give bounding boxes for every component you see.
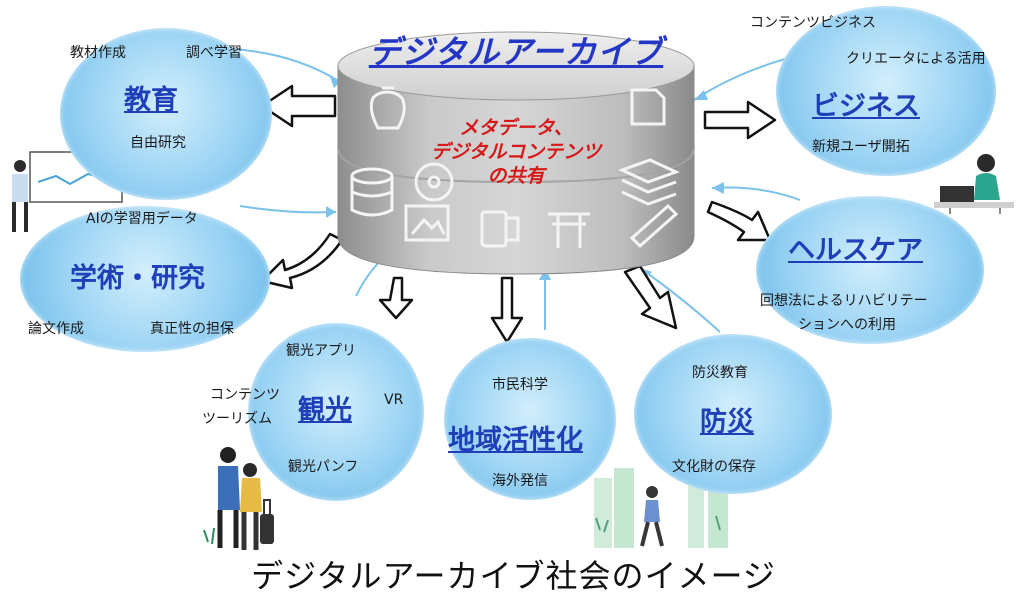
kyoiku-tag-materials: 教材作成	[70, 45, 126, 61]
vase-icon	[369, 90, 406, 130]
bubble-bousai	[634, 334, 832, 494]
center-line-3: の共有	[487, 165, 545, 187]
gakujutsu-title[interactable]: 学術・研究	[70, 263, 205, 294]
thick-arrow-kyoiku	[260, 84, 337, 128]
archive-center-text: メタデータ、 デジタルコンテンツ の共有	[386, 116, 646, 188]
bousai-tag-education: 防災教育	[692, 365, 748, 381]
usb-cable-icon	[629, 203, 679, 249]
picture-frame-icon	[404, 204, 450, 242]
kanko-tag-pamphlet: 観光パンフ	[288, 459, 359, 475]
health-tag-line-2: ションへの利用	[798, 317, 896, 333]
cylinder-icons	[350, 86, 680, 249]
kyoiku-tag-free-study: 自由研究	[130, 135, 186, 151]
kanko-tag-content-2: ツーリズム	[202, 411, 272, 427]
film-reel-icon	[414, 162, 454, 202]
database-cylinder	[337, 31, 695, 275]
center-line-2: デジタルコンテンツ	[430, 141, 602, 163]
thick-arrow-gakujutsu	[260, 232, 344, 290]
bubble-health	[756, 196, 984, 344]
kanko-tag-vr: VR	[384, 392, 404, 408]
kanko-tag-content-1: コンテンツ	[210, 387, 280, 403]
kyoiku-title-link[interactable]: 教育	[124, 85, 178, 116]
bubble-kyoiku	[60, 28, 272, 200]
kyoiku-tag-research: 調べ学習	[186, 45, 242, 61]
business-tag-new-users: 新規ユーザ開拓	[812, 139, 910, 155]
chiiki-title-link[interactable]: 地域活性化	[448, 425, 583, 456]
bubble-business	[776, 6, 996, 176]
bousai-tag-preservation: 文化財の保存	[672, 459, 756, 475]
business-tag-content-business: コンテンツビジネス	[750, 15, 876, 31]
bubble-kanko	[248, 323, 424, 501]
thick-arrows	[260, 84, 777, 344]
gakujutsu-tag-ai-data: AIの学習用データ	[86, 211, 198, 227]
bubble-chiiki	[444, 338, 616, 500]
gakujutsu-tag-authenticity: 真正性の担保	[150, 321, 234, 337]
document-icon	[630, 88, 666, 126]
thick-arrow-business	[703, 100, 777, 140]
torii-gate-icon	[548, 212, 590, 248]
diagram-caption: デジタルアーカイブ社会のイメージ	[251, 557, 776, 595]
chiiki-tag-citizen-science: 市民科学	[492, 377, 548, 393]
thick-arrow-bousai	[623, 264, 678, 330]
thick-arrow-health	[706, 200, 772, 242]
thin-arrow-bousai	[639, 267, 721, 333]
center-line-1: メタデータ、	[459, 117, 573, 139]
travelers-icon	[203, 447, 274, 550]
laptop-person-icon	[934, 129, 1014, 214]
business-title-link[interactable]: ビジネス	[812, 91, 920, 122]
chiiki-tag-overseas: 海外発信	[492, 473, 548, 489]
bousai-title-link[interactable]: 防災	[700, 407, 754, 438]
kanko-title-link[interactable]: 観光	[298, 395, 352, 426]
health-title-link[interactable]: ヘルスケア	[788, 235, 923, 266]
thin-arrow-health	[711, 186, 801, 201]
business-tag-creators: クリエータによる活用	[846, 51, 986, 67]
bubble-gakujutsu	[20, 206, 270, 352]
kanko-tag-app: 観光アプリ	[286, 343, 356, 359]
film-roll-icon	[480, 210, 508, 248]
archive-title[interactable]: デジタルアーカイブ	[368, 33, 664, 71]
thin-arrow-gakujutsu	[239, 205, 337, 214]
books-stack-icon	[618, 158, 680, 184]
thick-arrow-kanko	[378, 276, 414, 320]
gakujutsu-tag-papers: 論文作成	[28, 321, 84, 337]
thick-arrow-chiiki	[490, 276, 524, 344]
health-tag-line-1: 回想法によるリハビリテー	[760, 293, 928, 309]
